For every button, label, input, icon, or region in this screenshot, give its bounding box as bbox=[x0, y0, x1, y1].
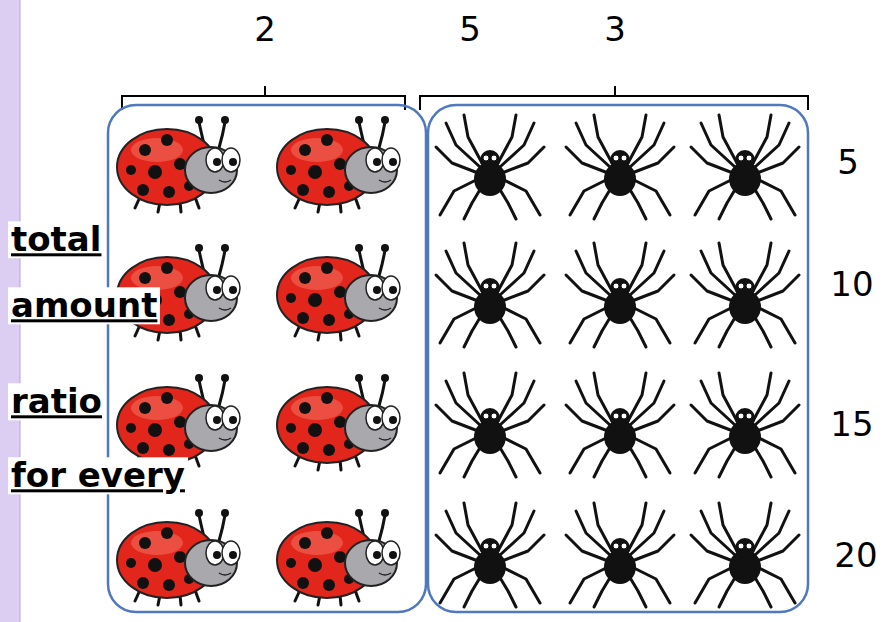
bracket bbox=[122, 86, 808, 110]
vocabulary-word: ratio bbox=[8, 383, 105, 420]
vocabulary-word: amount bbox=[8, 287, 160, 324]
ratio-part-number: 3 bbox=[604, 11, 626, 48]
vocabulary-word: total bbox=[8, 221, 104, 258]
row-total-number: 10 bbox=[830, 266, 873, 303]
group-outline bbox=[428, 105, 808, 612]
ratio-part-number: 2 bbox=[254, 11, 276, 48]
row-total-number: 5 bbox=[837, 144, 859, 181]
total-number: 5 bbox=[459, 11, 481, 48]
ladybird-icon bbox=[117, 116, 400, 605]
row-total-number: 20 bbox=[834, 537, 877, 574]
vocabulary-word: for every bbox=[8, 457, 188, 494]
spider-icon bbox=[436, 115, 799, 607]
row-total-number: 15 bbox=[830, 406, 873, 443]
group-outline bbox=[108, 105, 426, 612]
